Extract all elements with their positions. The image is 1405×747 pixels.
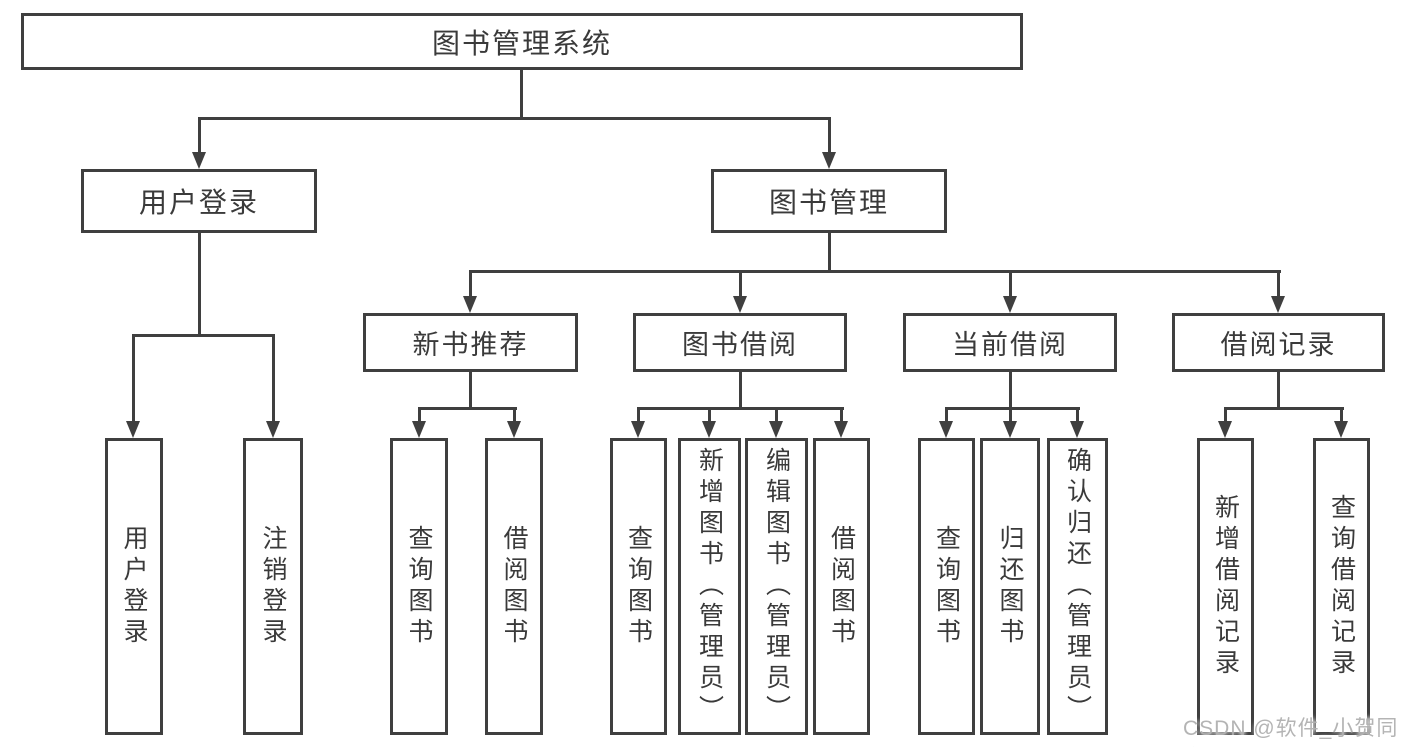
leaf-borrow-query-books: 查询图书 bbox=[610, 438, 667, 735]
arrow-down-icon bbox=[192, 152, 206, 169]
node-label: 归还图书 bbox=[996, 524, 1024, 649]
arrow-down-icon bbox=[822, 152, 836, 169]
leaf-borrow-add-books-admin: 新增图书（管理员） bbox=[678, 438, 741, 735]
connector-line bbox=[945, 407, 1080, 410]
node-library-management-system: 图书管理系统 bbox=[21, 13, 1023, 70]
arrow-down-icon bbox=[1070, 421, 1084, 438]
connector-line bbox=[1009, 372, 1012, 408]
connector-line bbox=[469, 372, 472, 408]
leaf-user-login: 用户登录 bbox=[105, 438, 163, 735]
arrow-down-icon bbox=[733, 296, 747, 313]
leaf-borrow-edit-books-admin: 编辑图书（管理员） bbox=[745, 438, 808, 735]
leaf-borrow-borrow-books: 借阅图书 bbox=[813, 438, 870, 735]
connector-line bbox=[132, 335, 135, 423]
arrow-down-icon bbox=[463, 296, 477, 313]
arrow-down-icon bbox=[266, 421, 280, 438]
connector-line bbox=[1340, 408, 1343, 423]
leaf-recommend-query-books: 查询图书 bbox=[390, 438, 448, 735]
node-label: 借阅记录 bbox=[1220, 330, 1337, 360]
connector-line bbox=[198, 233, 201, 335]
connector-line bbox=[1076, 408, 1079, 423]
arrow-down-icon bbox=[834, 421, 848, 438]
node-user-login: 用户登录 bbox=[81, 169, 317, 233]
node-label: 借阅图书 bbox=[500, 524, 528, 649]
connector-line bbox=[513, 408, 516, 423]
arrow-down-icon bbox=[126, 421, 140, 438]
arrow-down-icon bbox=[631, 421, 645, 438]
node-label: 编辑图书（管理员） bbox=[762, 447, 791, 726]
node-book-borrowing: 图书借阅 bbox=[633, 313, 847, 372]
connector-line bbox=[1277, 271, 1280, 298]
node-label: 确认归还（管理员） bbox=[1063, 447, 1092, 726]
connector-line bbox=[828, 233, 831, 271]
connector-line bbox=[840, 408, 843, 423]
node-borrowing-records: 借阅记录 bbox=[1172, 313, 1385, 372]
node-label: 借阅图书 bbox=[827, 524, 856, 649]
connector-line bbox=[520, 70, 523, 118]
node-label: 当前借阅 bbox=[952, 330, 1068, 360]
arrow-down-icon bbox=[1218, 421, 1232, 438]
leaf-records-query-borrow-record: 查询借阅记录 bbox=[1313, 438, 1370, 735]
connector-line bbox=[637, 408, 640, 423]
connector-line bbox=[198, 117, 831, 120]
node-label: 新增图书（管理员） bbox=[695, 447, 724, 726]
connector-line bbox=[708, 408, 711, 423]
node-label: 查询借阅记录 bbox=[1327, 493, 1356, 680]
arrow-down-icon bbox=[412, 421, 426, 438]
connector-line bbox=[1224, 407, 1344, 410]
connector-line bbox=[1277, 372, 1280, 408]
connector-line bbox=[945, 408, 948, 423]
node-label: 注销登录 bbox=[259, 524, 287, 649]
connector-line bbox=[1009, 408, 1012, 423]
node-label: 图书管理 bbox=[768, 187, 889, 218]
connector-line bbox=[637, 407, 844, 410]
connector-line bbox=[418, 408, 421, 423]
connector-line bbox=[828, 118, 831, 154]
csdn-watermark: CSDN @软件_小贺同学 bbox=[1183, 717, 1399, 740]
node-label: 新书推荐 bbox=[412, 330, 529, 360]
node-label: 查询图书 bbox=[624, 524, 653, 649]
arrow-down-icon bbox=[1271, 296, 1285, 313]
leaf-current-query-books: 查询图书 bbox=[918, 438, 975, 735]
leaf-records-add-borrow-record: 新增借阅记录 bbox=[1197, 438, 1254, 735]
node-label: 用户登录 bbox=[138, 187, 259, 218]
node-label: 图书管理系统 bbox=[431, 27, 612, 59]
arrow-down-icon bbox=[1334, 421, 1348, 438]
connector-line bbox=[418, 407, 517, 410]
node-label: 查询图书 bbox=[405, 524, 433, 649]
node-label: 新增借阅记录 bbox=[1211, 493, 1240, 680]
connector-line bbox=[272, 335, 275, 423]
connector-line bbox=[739, 271, 742, 298]
connector-line bbox=[1224, 408, 1227, 423]
leaf-logout: 注销登录 bbox=[243, 438, 303, 735]
leaf-recommend-borrow-books: 借阅图书 bbox=[485, 438, 543, 735]
node-label: 图书借阅 bbox=[682, 330, 798, 360]
connector-line bbox=[132, 334, 275, 337]
connector-line bbox=[775, 408, 778, 423]
node-label: 用户登录 bbox=[120, 524, 148, 649]
node-current-borrowing: 当前借阅 bbox=[903, 313, 1117, 372]
leaf-current-confirm-return-admin: 确认归还（管理员） bbox=[1047, 438, 1108, 735]
arrow-down-icon bbox=[702, 421, 716, 438]
connector-line bbox=[469, 270, 1281, 273]
connector-line bbox=[198, 118, 201, 154]
connector-line bbox=[469, 271, 472, 298]
node-book-management: 图书管理 bbox=[711, 169, 947, 233]
arrow-down-icon bbox=[769, 421, 783, 438]
connector-line bbox=[1009, 271, 1012, 298]
arrow-down-icon bbox=[507, 421, 521, 438]
connector-line bbox=[739, 372, 742, 408]
arrow-down-icon bbox=[1003, 421, 1017, 438]
arrow-down-icon bbox=[1003, 296, 1017, 313]
leaf-current-return-books: 归还图书 bbox=[980, 438, 1040, 735]
arrow-down-icon bbox=[939, 421, 953, 438]
node-new-book-recommend: 新书推荐 bbox=[363, 313, 578, 372]
node-label: 查询图书 bbox=[932, 524, 961, 649]
